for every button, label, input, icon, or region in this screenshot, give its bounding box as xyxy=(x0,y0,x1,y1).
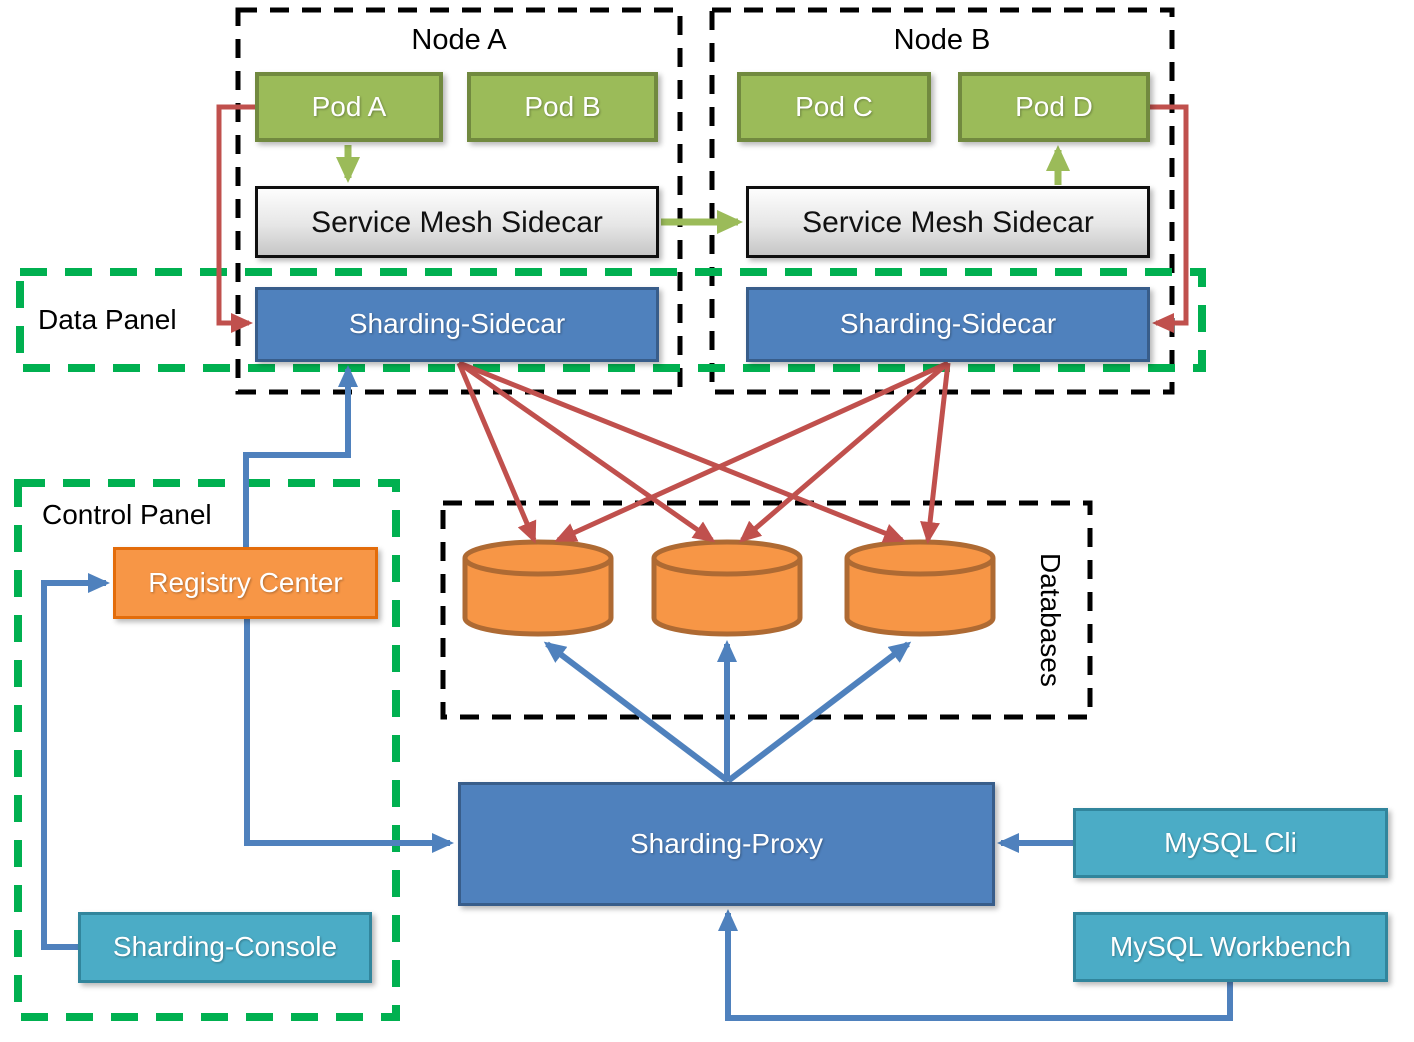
arrow-sidecar-a-to-db3 xyxy=(458,360,906,543)
registry-center-box: Registry Center xyxy=(113,547,378,619)
node-a-boundary xyxy=(235,7,683,395)
sharding-sidecar-b-box: Sharding-Sidecar xyxy=(746,287,1150,362)
sharding-console-box: Sharding-Console xyxy=(78,912,372,983)
pod-d-box: Pod D xyxy=(958,72,1150,142)
service-mesh-sidecar-b-box: Service Mesh Sidecar xyxy=(746,186,1150,258)
mysql-workbench-box: MySQL Workbench xyxy=(1073,912,1388,982)
pod-b-box: Pod B xyxy=(467,72,658,142)
arrow-pod-a-to-sidecar-a xyxy=(216,104,255,333)
control-panel-label: Control Panel xyxy=(42,499,212,530)
service-mesh-sidecar-a-box: Service Mesh Sidecar xyxy=(255,186,659,258)
databases-label: Databases xyxy=(1035,553,1066,687)
arrow-proxy-to-db3 xyxy=(726,641,912,784)
arrow-registry-to-proxy xyxy=(244,618,454,853)
arrow-sidecar-b-to-db1 xyxy=(554,360,950,543)
database-cylinder xyxy=(462,539,614,637)
pod-c-box: Pod C xyxy=(737,72,931,142)
database-cylinder xyxy=(844,539,996,637)
sharding-sidecar-a-box: Sharding-Sidecar xyxy=(255,287,659,362)
arrow-pod-d-to-sidecar-b xyxy=(1150,104,1189,333)
node-b-boundary xyxy=(709,7,1175,395)
arrow-registry-to-sidecar-a xyxy=(243,365,358,548)
data-panel-boundary xyxy=(16,268,1206,372)
mysql-cli-box: MySQL Cli xyxy=(1073,808,1388,878)
arrow-console-to-registry xyxy=(41,573,110,950)
arrow-sidecar-a-to-db1 xyxy=(456,362,537,544)
node-a-title: Node A xyxy=(411,23,507,56)
arrow-sidecar-b-to-db3 xyxy=(920,362,951,544)
database-cylinder xyxy=(651,539,803,637)
sharding-proxy-box: Sharding-Proxy xyxy=(458,782,995,906)
arrow-sidecar-b-to-db2 xyxy=(738,361,950,543)
control-panel-boundary xyxy=(14,479,400,1021)
data-panel-label: Data Panel xyxy=(38,304,177,335)
arrow-workbench-to-proxy xyxy=(718,909,1233,1021)
arrow-proxy-to-db1 xyxy=(543,641,730,784)
pod-a-box: Pod A xyxy=(255,72,443,142)
node-b-title: Node B xyxy=(893,23,991,56)
arrow-sidecar-a-to-db2 xyxy=(457,360,716,543)
databases-boundary xyxy=(440,500,1093,720)
